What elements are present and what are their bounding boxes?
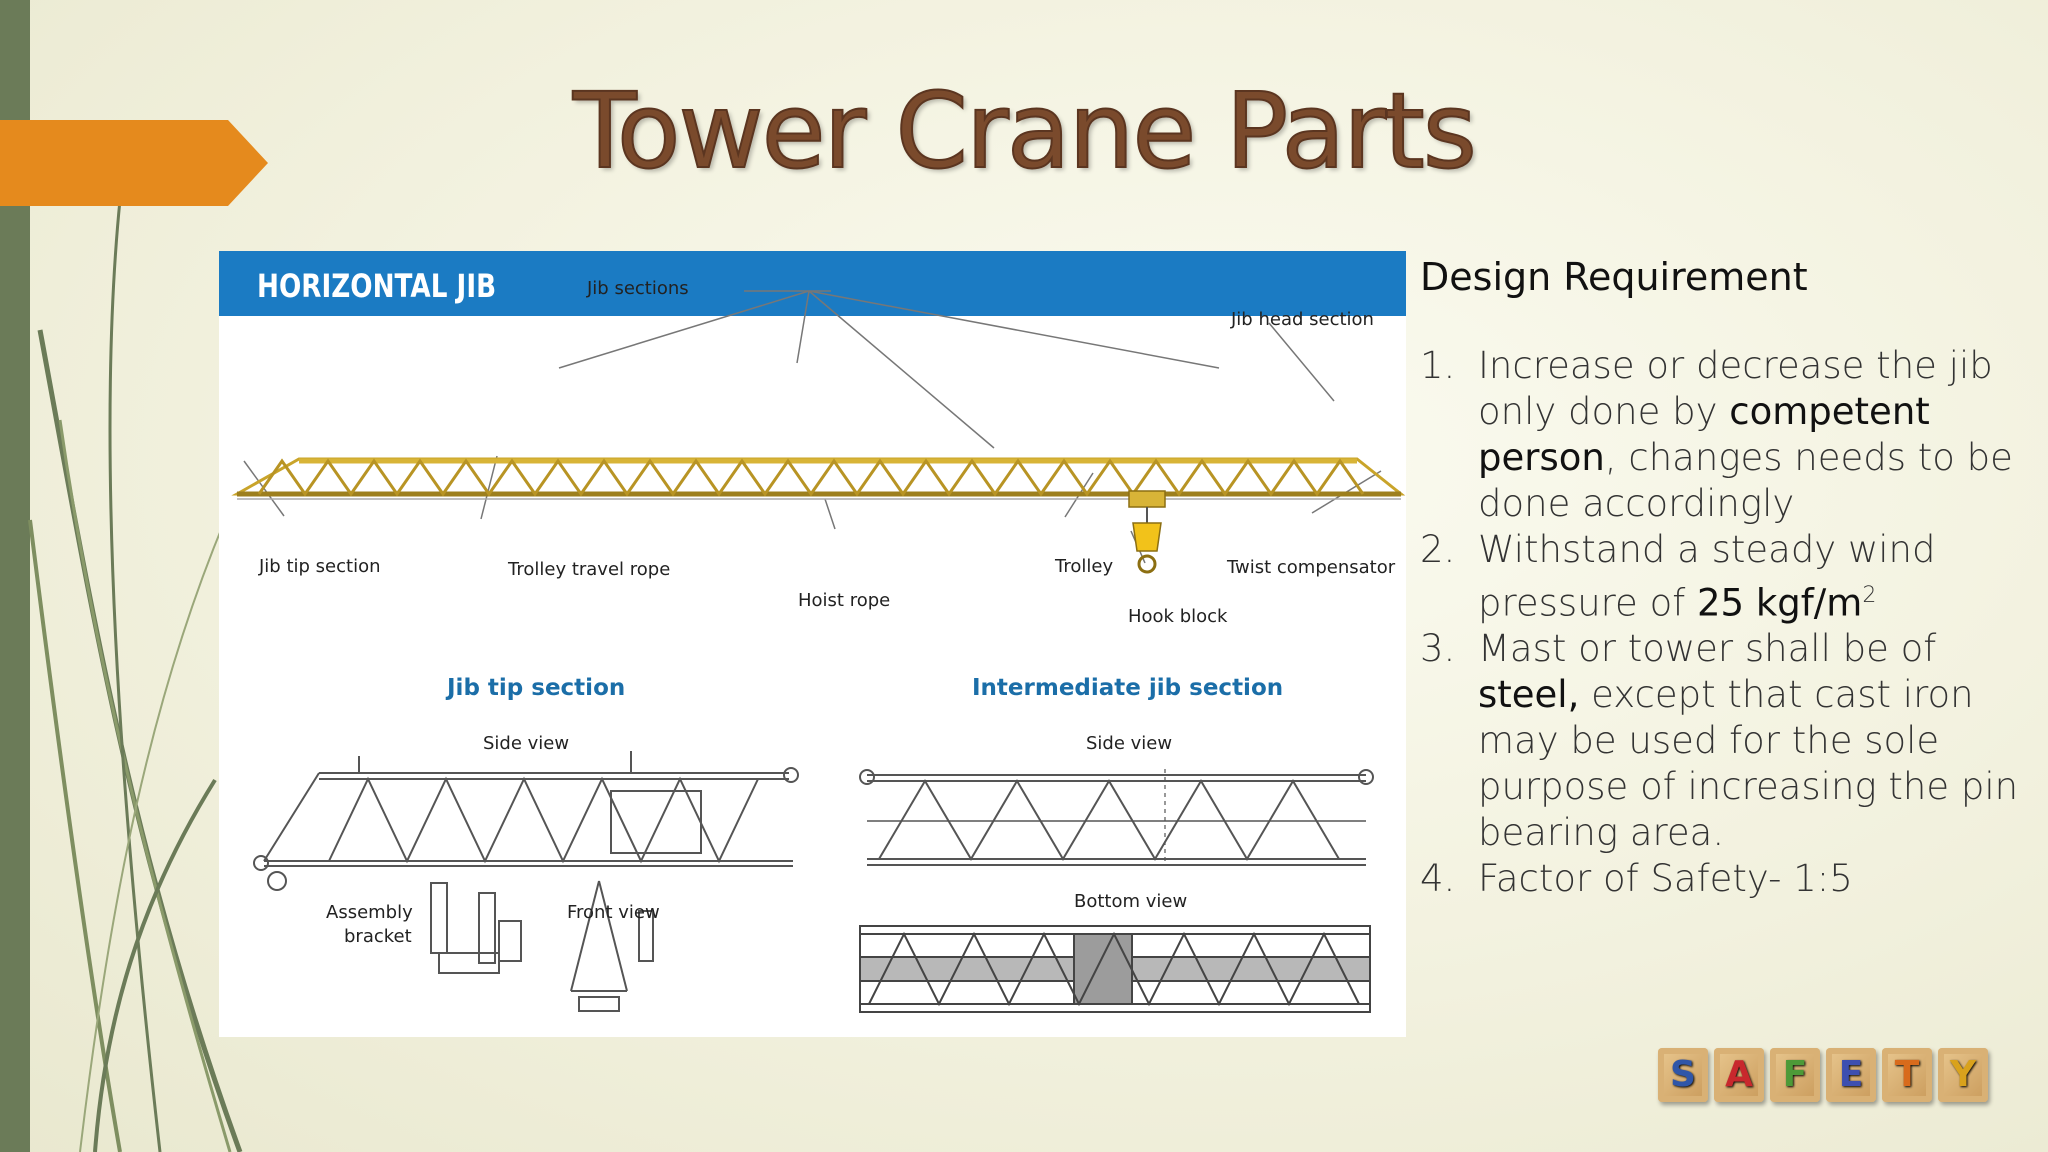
- label-twist-compensator: Twist compensator: [1227, 557, 1396, 578]
- leader-lines: [243, 290, 1382, 564]
- figure-banner-title: HORIZONTAL JIB: [257, 267, 497, 305]
- grass-decoration: [28, 199, 243, 1152]
- jib-tip-side-view: [253, 751, 799, 891]
- safety-block-y: Y: [1938, 1048, 1988, 1102]
- label-bracket: bracket: [344, 926, 412, 947]
- intermediate-side-view: [859, 769, 1374, 866]
- safety-block-a: A: [1714, 1048, 1764, 1102]
- safety-block-letter: F: [1782, 1054, 1808, 1095]
- jib-diagram: [231, 290, 1406, 1013]
- safety-block-f: F: [1770, 1048, 1820, 1102]
- jib-truss: [231, 457, 1406, 574]
- orange-arrow-accent: [0, 120, 268, 206]
- front-view: [570, 880, 654, 1012]
- design-requirements-panel: Design Requirement 1.Increase or decreas…: [1420, 255, 2030, 902]
- requirements-heading: Design Requirement: [1420, 255, 1808, 299]
- safety-block-letter: E: [1838, 1054, 1864, 1095]
- label-jib-sections: Jib sections: [587, 278, 689, 299]
- label-bottom-view: Bottom view: [1074, 891, 1188, 912]
- safety-block-letter: T: [1894, 1054, 1920, 1095]
- intermediate-section-heading: Intermediate jib section: [972, 675, 1284, 701]
- assembly-bracket: [430, 882, 522, 974]
- label-assembly: Assembly: [326, 902, 413, 923]
- figure-banner: HORIZONTAL JIB: [219, 251, 1406, 316]
- requirements-list: 1.Increase or decrease the jib only done…: [1420, 343, 2030, 902]
- label-front-view: Front view: [567, 902, 660, 923]
- requirement-item: 3.Mast or tower shall be of steel, excep…: [1420, 627, 2019, 855]
- safety-block-s: S: [1658, 1048, 1708, 1102]
- slide-title: Tower Crane Parts: [572, 69, 1478, 193]
- horizontal-jib-figure: HORIZONTAL JIB: [219, 251, 1406, 1037]
- safety-block-e: E: [1826, 1048, 1876, 1102]
- label-trolley: Trolley: [1055, 556, 1114, 577]
- safety-block-letter: Y: [1949, 1054, 1977, 1095]
- requirement-item: 2.Withstand a steady wind pressure of 25…: [1420, 528, 1936, 625]
- label-jib-tip-section: Jib tip section: [259, 556, 381, 577]
- safety-block-letter: A: [1725, 1054, 1753, 1095]
- label-side-view-intermediate: Side view: [1086, 733, 1173, 754]
- jib-tip-section-heading: Jib tip section: [447, 675, 626, 701]
- label-hook-block: Hook block: [1128, 606, 1228, 627]
- safety-block-letter: S: [1670, 1054, 1696, 1095]
- label-trolley-travel-rope: Trolley travel rope: [508, 559, 671, 580]
- intermediate-bottom-view: [859, 925, 1371, 1013]
- label-hoist-rope: Hoist rope: [798, 590, 891, 611]
- label-side-view-tip: Side view: [483, 733, 570, 754]
- requirement-item: 4.Factor of Safety- 1:5: [1420, 857, 1853, 901]
- safety-block-t: T: [1882, 1048, 1932, 1102]
- label-jib-head-section: Jib head section: [1231, 309, 1374, 330]
- requirement-item: 1.Increase or decrease the jib only done…: [1420, 344, 2013, 525]
